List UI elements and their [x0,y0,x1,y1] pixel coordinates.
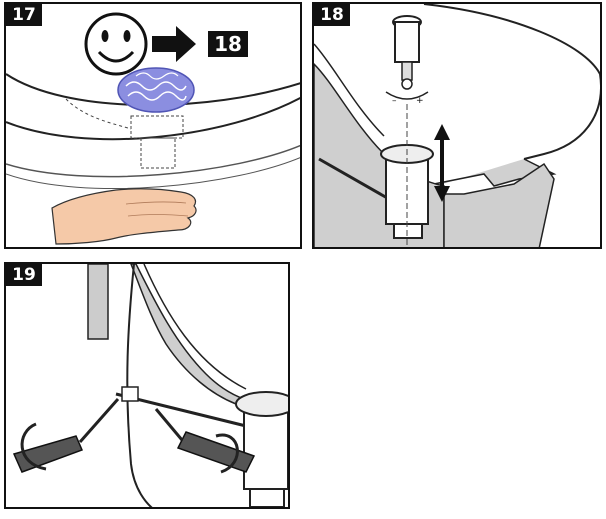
next-step-badge: 18 [208,31,248,57]
step-number-badge: 18 [314,4,350,26]
rotate-plus-mark: + [416,96,424,106]
smiley-icon [84,12,148,76]
screwdriver-left-icon [12,398,120,473]
panel-step-18: 18 – + [312,2,602,249]
hand-icon [51,188,197,245]
screwdriver-illustration [12,264,288,507]
panel-step-19: 19 [4,262,290,509]
panel-step-17: 17 18 [4,2,302,249]
step-number-badge: 17 [6,4,42,26]
step-number-badge: 19 [6,264,42,286]
up-down-arrow-icon [434,124,450,202]
rotate-minus-mark: – [392,96,397,106]
stopper-swirl-icon [117,67,195,113]
sink-cleaning-illustration [6,12,300,245]
screwdriver-right-icon [154,408,256,474]
drain-adjust-illustration [314,4,600,247]
arrow-right-icon [152,26,196,62]
